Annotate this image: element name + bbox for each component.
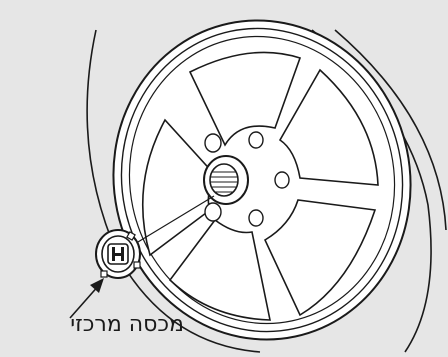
center-hub — [204, 156, 248, 204]
center-cap — [96, 230, 140, 278]
honda-h-logo-icon — [108, 244, 128, 264]
center-cap-label: מכסה מרכזי — [14, 312, 184, 337]
